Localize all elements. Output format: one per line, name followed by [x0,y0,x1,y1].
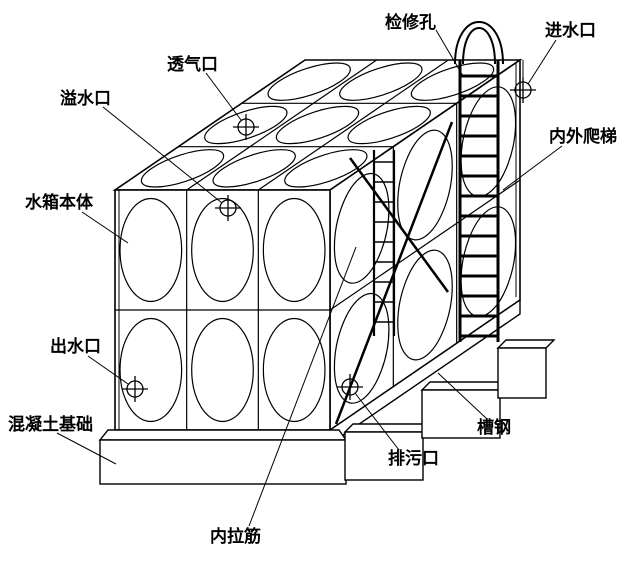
panel-dome [251,63,367,100]
foundation [98,298,556,485]
label-water-inlet: 进水口 [545,20,596,40]
leader-inspection-hole [435,29,464,77]
ladder-hoop-icon [454,21,504,65]
panel-dome [188,106,304,143]
leader-internal-tie-rod [248,246,357,527]
pier-top-2 [420,381,510,391]
leader-lines [56,29,563,527]
outlet-port-icon [122,376,148,402]
ladder-rungs [460,74,498,338]
panel-dome [331,106,447,143]
panel-dome [334,278,388,418]
panel-dome [196,150,312,187]
tie-rod-lines [334,121,454,425]
leader-tank-body [81,211,129,244]
label-overflow-outlet: 溢水口 [60,88,111,108]
panel-dome [323,63,439,100]
labels: 检修孔 进水口 透气口 溢水口 内外爬梯 水箱本体 出水口 混凝土基础 槽钢 排… [8,12,617,546]
top-face-grid [178,59,457,191]
front-foundation-top [98,429,348,441]
leader-inner-outer-ladder [502,145,563,191]
external-ladder [454,21,504,342]
internal-ladder-rails [372,150,396,336]
label-inner-outer-ladder: 内外爬梯 [549,126,617,146]
panel-dome [398,235,452,375]
front-face-grid [115,190,330,430]
panel-dome [262,317,326,423]
label-air-vent: 透气口 [167,54,218,74]
leader-overflow-outlet [102,106,223,204]
front-panel-domes [119,197,326,423]
pier-top-1 [343,423,433,433]
panel-dome [262,197,326,303]
leader-channel-steel [437,372,488,420]
label-drain-outlet: 排污口 [388,448,439,468]
label-inspection-hole: 检修孔 [385,12,436,32]
panel-dome [398,115,452,255]
panel-dome [394,63,510,100]
internal-ladder [372,150,396,336]
pier-block-1 [344,431,424,481]
leader-water-outlet [87,355,129,385]
label-water-outlet: 出水口 [50,336,101,356]
front-foundation-block [99,439,347,485]
inlet-port-icon [510,77,536,103]
overflow-port-icon [215,195,241,221]
label-internal-tie-rod: 内拉筋 [210,526,261,546]
panel-dome [119,317,183,423]
leader-drain-outlet [354,392,400,451]
label-concrete-foundation: 混凝土基础 [8,414,93,434]
internal-tie-rods [334,121,454,425]
panel-dome [119,197,183,303]
label-tank-body: 水箱本体 [25,192,94,212]
panel-dome [259,106,375,143]
vent-port-icon [233,114,259,140]
leader-water-inlet [527,39,557,85]
pier-top-3 [496,339,556,349]
panel-dome [191,197,254,303]
pier-block-2 [421,389,501,439]
drain-port-icon [337,374,363,400]
panel-dome [191,317,254,423]
leader-concrete-foundation [56,432,117,465]
leader-air-vent [205,72,242,121]
pier-block-3 [497,347,547,399]
label-channel-steel: 槽钢 [477,417,511,437]
panel-dome [124,150,240,187]
